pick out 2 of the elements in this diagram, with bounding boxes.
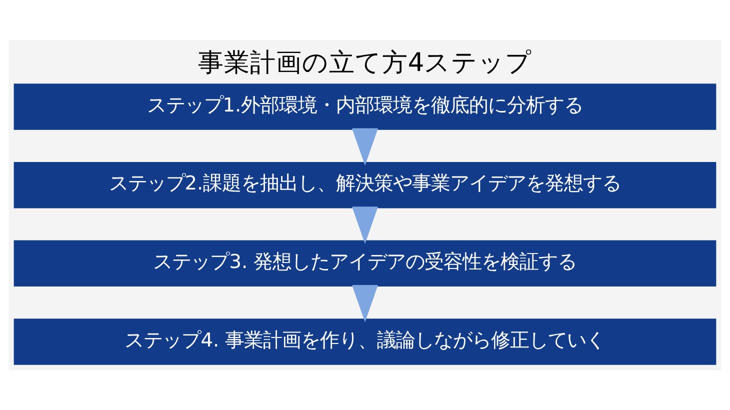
diagram-title: 事業計画の立て方4ステップ [198,48,532,78]
node-box: ステップ4. 事業計画を作り、議論しながら修正していく [14,318,716,365]
